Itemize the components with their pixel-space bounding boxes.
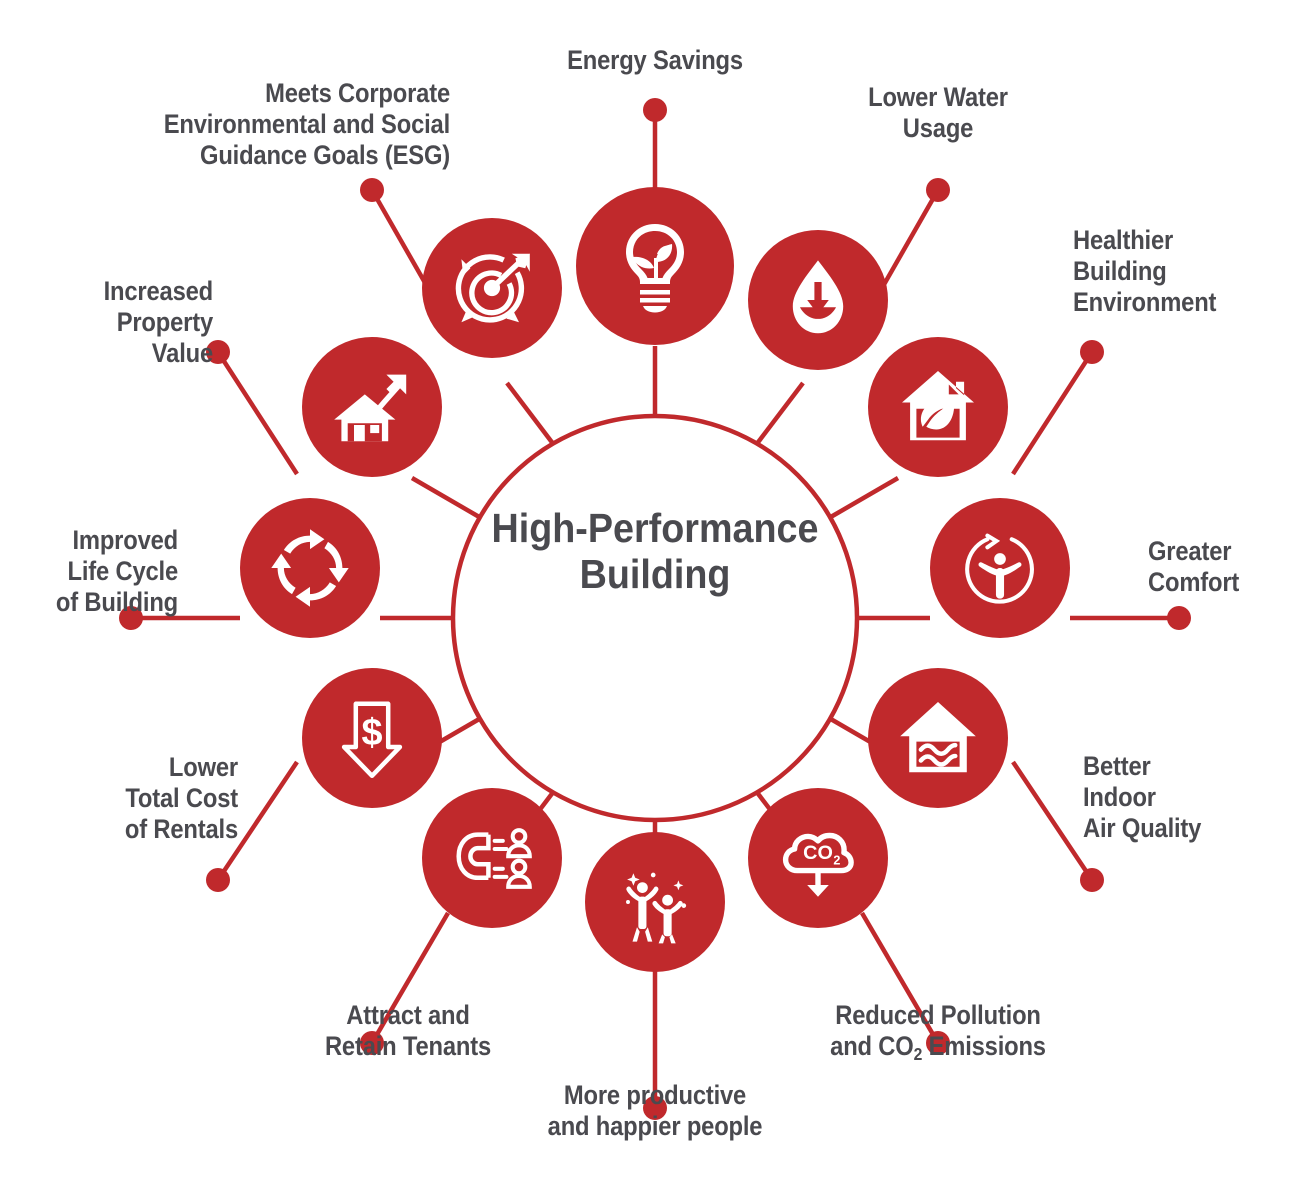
center-label: High-Performance Building <box>491 505 819 598</box>
label-air-quality: Better Indoor Air Quality <box>1083 751 1202 843</box>
label-attract-tenants: Attract and Retain Tenants <box>324 1000 492 1061</box>
label-productive-people: More productive and happier people <box>547 1080 763 1141</box>
icon-node-healthier-env[interactable] <box>868 337 1008 477</box>
label-lower-water: Lower Water Usage <box>868 82 1008 143</box>
icon-node-air-quality[interactable] <box>868 668 1008 808</box>
icon-node-greater-comfort[interactable] <box>930 498 1070 638</box>
icon-node-reduced-pollution[interactable] <box>748 788 888 928</box>
icon-node-lower-water[interactable] <box>748 230 888 370</box>
icon-node-productive-people[interactable] <box>585 832 725 972</box>
label-lower-cost: Lower Total Cost of Rentals <box>124 752 238 844</box>
icon-node-life-cycle[interactable] <box>240 498 380 638</box>
icon-node-lower-cost[interactable] <box>302 668 442 808</box>
label-esg-goals: Meets Corporate Environmental and Social… <box>163 78 450 170</box>
label-connector-dots <box>119 98 1191 1120</box>
icon-node-property-value[interactable] <box>302 337 442 477</box>
label-healthier-env: Healthier Building Environment <box>1073 225 1217 317</box>
icon-node-attract-tenants[interactable] <box>422 788 562 928</box>
icon-node-esg-goals[interactable] <box>422 218 562 358</box>
label-property-value: Increased Property Value <box>103 276 214 368</box>
label-life-cycle: Improved Life Cycle of Building <box>55 525 178 617</box>
label-energy-savings: Energy Savings <box>567 45 743 75</box>
icon-node-energy-savings[interactable] <box>576 187 734 345</box>
center-ring <box>450 413 860 823</box>
label-greater-comfort: Greater Comfort <box>1148 536 1240 597</box>
